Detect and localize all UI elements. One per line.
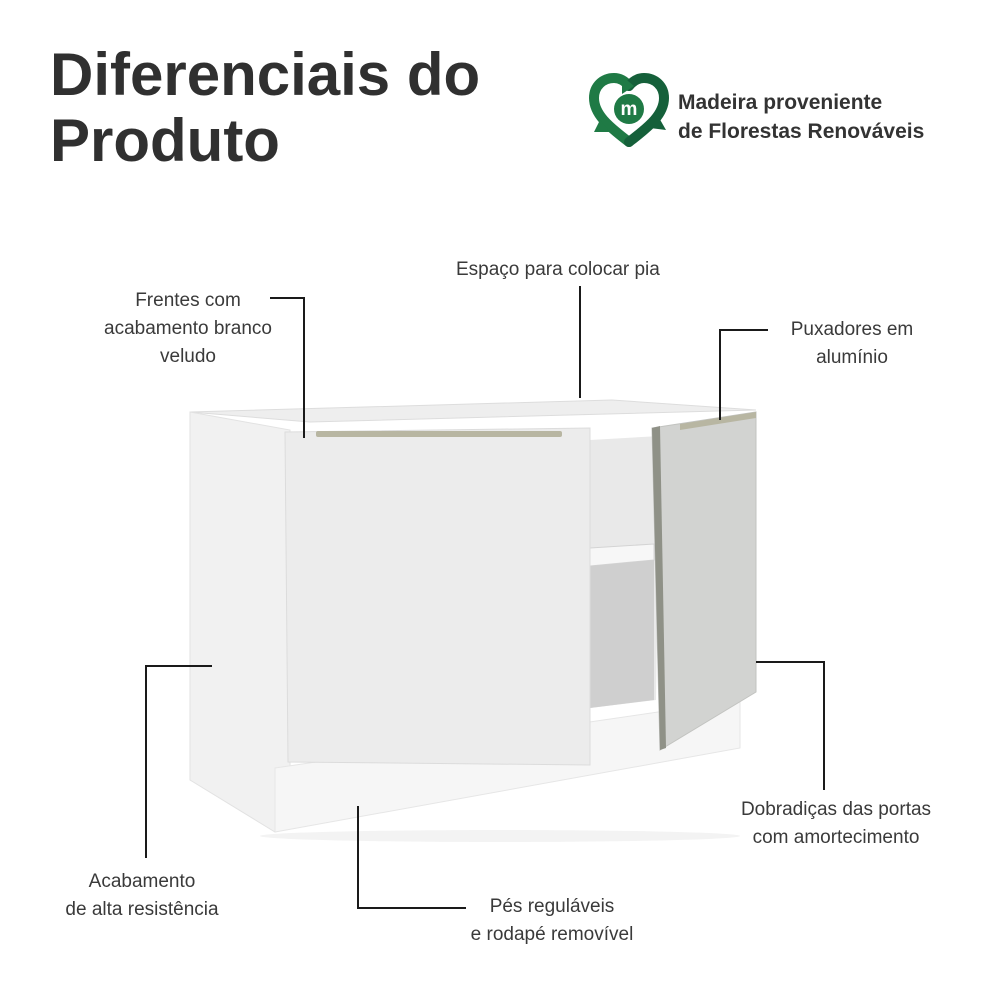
right-door-handle <box>680 412 756 430</box>
cabinet-shadow <box>260 830 740 842</box>
page-title-line-1: Diferenciais do <box>50 41 481 108</box>
page-title: Diferenciais do Produto <box>50 42 480 174</box>
handles-line-2: alumínio <box>816 347 888 368</box>
recycle-heart-logo-icon: m <box>588 72 670 147</box>
left-door <box>284 427 591 766</box>
feet-line-1: Pés reguláveis <box>489 896 615 917</box>
finish-label: Acabamento de alta resistência <box>46 868 238 924</box>
hinges-label: Dobradiças das portas com amortecimento <box>716 796 956 852</box>
sustainability-badge: m Madeira proveniente de Florestas Renov… <box>588 72 988 152</box>
finish-line-2: de alta resistência <box>65 899 219 920</box>
badge-text: Madeira proveniente de Florestas Renováv… <box>678 88 924 146</box>
fronts-line-1: Frentes com <box>135 290 241 311</box>
fronts-leader-line <box>270 297 305 438</box>
right-door-edge <box>652 426 666 750</box>
fronts-label: Frentes com acabamento branco veludo <box>82 287 294 371</box>
left-door-handle <box>316 431 562 437</box>
badge-line-1: Madeira proveniente <box>678 91 883 114</box>
handles-label: Puxadores em alumínio <box>770 316 934 372</box>
sink-space-text: Espaço para colocar pia <box>456 259 660 280</box>
hinges-line-1: Dobradiças das portas <box>740 799 932 820</box>
handles-line-1: Puxadores em <box>790 319 914 340</box>
finish-line-1: Acabamento <box>88 871 196 892</box>
finish-leader-line <box>145 665 212 858</box>
cabinet-lower-compartment <box>590 560 654 708</box>
feet-line-2: e rodapé removível <box>470 924 634 945</box>
hinges-line-2: com amortecimento <box>752 827 920 848</box>
fronts-line-3: veludo <box>160 346 216 367</box>
fronts-line-2: acabamento branco <box>104 318 272 339</box>
feet-label: Pés reguláveis e rodapé removível <box>452 893 652 949</box>
badge-line-2: de Florestas Renováveis <box>678 120 925 143</box>
cabinet-top <box>189 399 757 423</box>
logo-letter: m <box>621 99 638 120</box>
feet-leader-line <box>357 806 466 909</box>
right-door <box>651 411 757 751</box>
hinges-leader-line <box>756 661 825 790</box>
sink-space-label: Espaço para colocar pia <box>456 256 660 284</box>
handles-leader-line <box>719 329 768 420</box>
page-title-line-2: Produto <box>50 107 280 174</box>
